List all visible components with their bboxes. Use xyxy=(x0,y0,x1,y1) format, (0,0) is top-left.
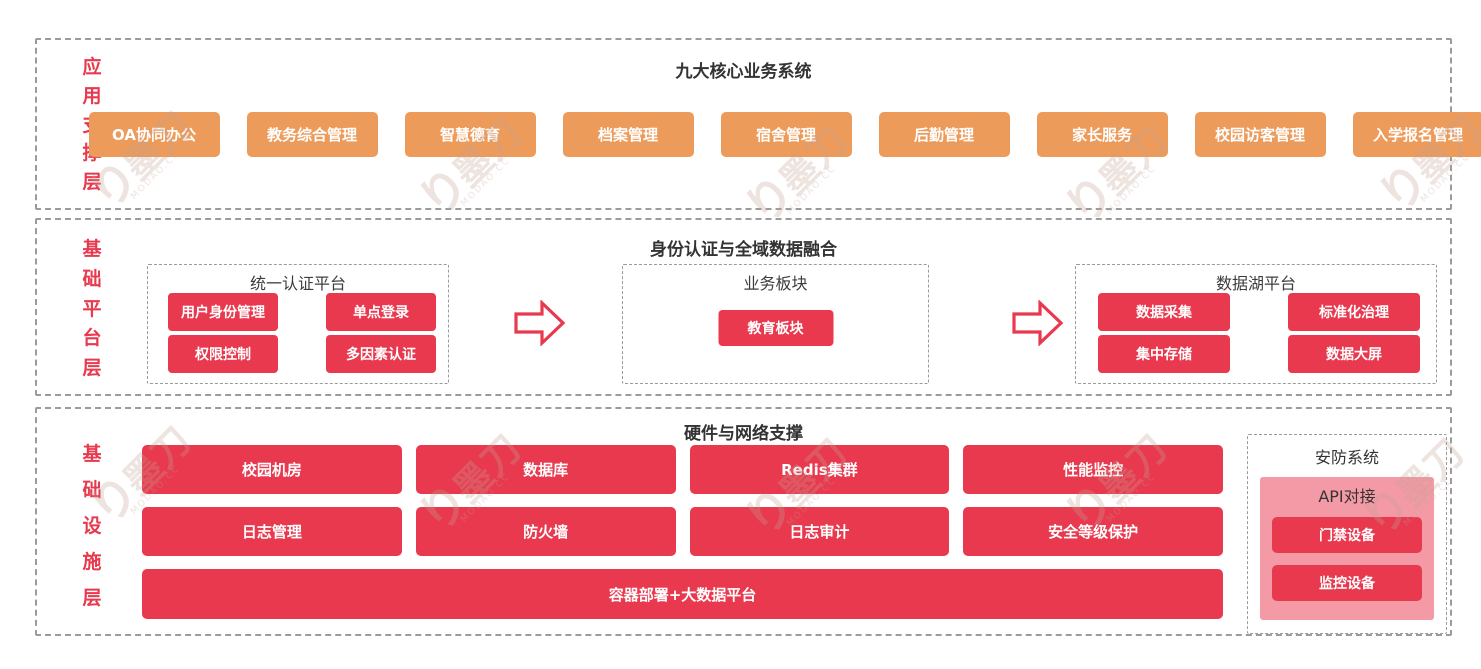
diagram-node-screen: 数据大屏 xyxy=(1288,335,1420,373)
diagram-node-jiaowu: 教务综合管理 xyxy=(246,112,378,157)
flow-arrow-icon xyxy=(514,300,566,346)
diagram-node-server-room: 校园机房 xyxy=(142,445,402,494)
diagram-node-security-level: 安全等级保护 xyxy=(963,507,1223,556)
layer-label-platform: 基 础 平 台 层 xyxy=(77,234,107,380)
diagram-node-jiazhang: 家长服务 xyxy=(1036,112,1168,157)
api-docking-panel: API对接 门禁设备 监控设备 xyxy=(1260,477,1434,620)
layer-platform: 基 础 平 台 层 身份认证与全域数据融合 统一认证平台 用户身份管理 单点登录… xyxy=(35,218,1452,396)
diagram-node-oa: OA协同办公 xyxy=(88,112,220,157)
label-char: 础 xyxy=(82,479,102,501)
label-char: 础 xyxy=(82,267,102,290)
diagram-node-collect: 数据采集 xyxy=(1098,293,1230,331)
diagram-node-mfa: 多因素认证 xyxy=(326,335,436,373)
label-char: 层 xyxy=(82,171,102,193)
flow-arrow-icon xyxy=(1012,300,1064,346)
diagram-node-sso: 单点登录 xyxy=(326,293,436,331)
label-char: 层 xyxy=(82,587,102,609)
diagram-node-storage: 集中存储 xyxy=(1098,335,1230,373)
label-char: 施 xyxy=(82,551,102,573)
group-security-system: 安防系统 API对接 门禁设备 监控设备 xyxy=(1247,434,1447,634)
core-systems-row: OA协同办公 教务综合管理 智慧德育 档案管理 宿舍管理 后勤管理 家长服务 校… xyxy=(88,112,1481,157)
group-data-lake-grid: 数据采集 标准化治理 集中存储 数据大屏 xyxy=(1098,293,1420,373)
group-data-lake-title: 数据湖平台 xyxy=(1215,274,1296,293)
diagram-node-govern: 标准化治理 xyxy=(1288,293,1420,331)
diagram-node-cctv: 监控设备 xyxy=(1272,565,1422,601)
layer-label-infrastructure: 基 础 设 施 层 xyxy=(77,439,107,610)
layer1-title: 九大核心业务系统 xyxy=(675,62,812,82)
diagram-node-database: 数据库 xyxy=(415,445,676,494)
diagram-node-container-bigdata: 容器部署+大数据平台 xyxy=(142,569,1223,619)
diagram-node-log-audit: 日志审计 xyxy=(689,507,950,556)
label-char: 基 xyxy=(82,238,102,260)
diagram-node-houqin: 后勤管理 xyxy=(878,112,1010,157)
label-char: 应 xyxy=(82,56,102,78)
diagram-node-deyu: 智慧德育 xyxy=(404,112,536,157)
group-auth-title: 统一认证平台 xyxy=(249,274,346,293)
diagram-node-log-mgmt: 日志管理 xyxy=(142,507,402,556)
label-char: 层 xyxy=(82,357,102,379)
diagram-node-permission: 权限控制 xyxy=(168,335,278,373)
layer2-title: 身份认证与全域数据融合 xyxy=(650,240,837,260)
label-char: 基 xyxy=(82,443,102,465)
diagram-node-baoming: 入学报名管理 xyxy=(1352,112,1481,157)
diagram-node-sushe: 宿舍管理 xyxy=(720,112,852,157)
label-char: 设 xyxy=(82,515,102,537)
diagram-node-fangke: 校园访客管理 xyxy=(1194,112,1326,157)
layer-application-support: 应 用 支 撑 层 九大核心业务系统 OA协同办公 教务综合管理 智慧德育 档案… xyxy=(35,38,1481,210)
diagram-node-redis: Redis集群 xyxy=(689,445,950,494)
diagram-node-perf-monitor: 性能监控 xyxy=(963,445,1223,494)
diagram-node-dangan: 档案管理 xyxy=(562,112,694,157)
group-business-title: 业务板块 xyxy=(743,274,808,293)
layer-infrastructure: 基 础 设 施 层 硬件与网络支撑 校园机房 数据库 Redis集群 性能监控 … xyxy=(35,407,1452,636)
security-title: 安防系统 xyxy=(1314,448,1379,467)
diagram-node-door-access: 门禁设备 xyxy=(1272,517,1422,553)
label-char: 平 xyxy=(82,297,102,320)
label-char: 台 xyxy=(82,327,102,350)
diagram-node-education: 教育板块 xyxy=(718,310,833,346)
group-data-lake: 数据湖平台 数据采集 标准化治理 集中存储 数据大屏 xyxy=(1075,264,1437,384)
group-auth-grid: 用户身份管理 单点登录 权限控制 多因素认证 xyxy=(168,293,436,373)
layer3-title: 硬件与网络支撑 xyxy=(684,424,803,444)
api-docking-title: API对接 xyxy=(1318,487,1376,506)
group-business-section: 业务板块 教育板块 xyxy=(622,264,929,384)
label-char: 用 xyxy=(82,84,102,107)
diagram-node-firewall: 防火墙 xyxy=(415,507,676,556)
diagram-node-identity: 用户身份管理 xyxy=(168,293,278,331)
group-auth-platform: 统一认证平台 用户身份管理 单点登录 权限控制 多因素认证 xyxy=(147,264,449,384)
